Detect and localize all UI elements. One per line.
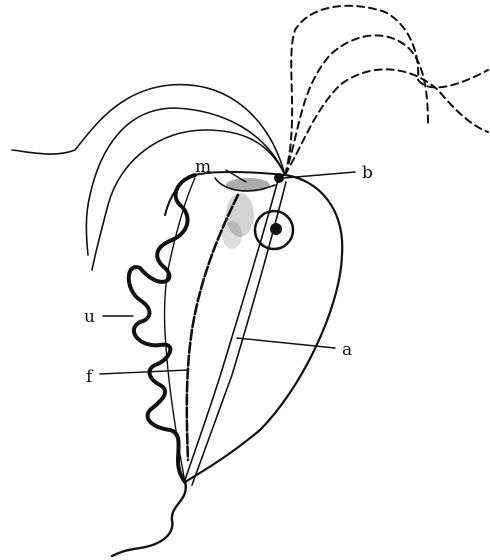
membrane-inner-line: [165, 178, 195, 482]
anterior-flagella: [12, 85, 285, 270]
label-m: m: [195, 157, 211, 177]
label-a: a: [342, 340, 352, 360]
label-u: u: [84, 307, 95, 327]
label-f: f: [86, 367, 94, 387]
basal-body: [274, 173, 284, 183]
label-b: b: [362, 163, 373, 183]
nucleus: [255, 211, 293, 249]
posterior-flagellum: [112, 482, 186, 556]
undulating-membrane: [129, 175, 195, 482]
dashed-flagella: [285, 6, 488, 175]
